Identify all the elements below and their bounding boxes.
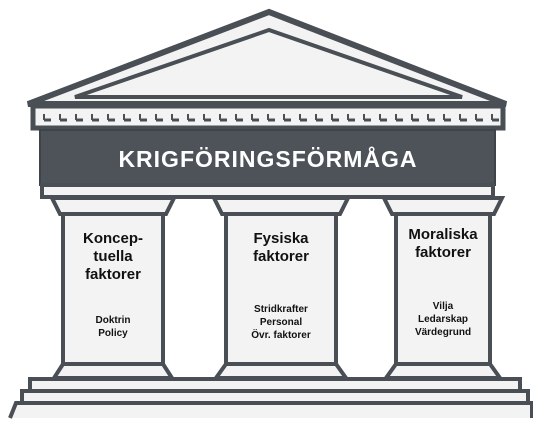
pillar-capital <box>48 196 178 216</box>
pillar-base <box>212 362 350 380</box>
pillar-item: Stridkrafter <box>254 304 308 315</box>
banner: KRIGFÖRINGSFÖRMÅGA <box>39 129 496 186</box>
pillar-title-line: faktorer <box>253 248 309 265</box>
pillar-moraliska: Moraliska faktorer Vilja Ledarskap Värde… <box>380 196 506 380</box>
pillar-capital <box>210 196 352 216</box>
pillar-title-line: faktorer <box>85 266 141 283</box>
pillar-title-line: Koncep- <box>83 230 143 247</box>
pillar-item: Vilja <box>433 301 454 312</box>
pillar-shaft <box>394 212 492 366</box>
pillar-base <box>382 362 504 380</box>
pillar-base <box>50 362 176 380</box>
temple-base <box>8 377 533 419</box>
dentil-marks <box>43 114 499 122</box>
pillar-item: Doktrin <box>96 315 131 326</box>
pillar-capital <box>380 196 506 216</box>
pillar-title-line: Moraliska <box>408 226 478 243</box>
base-step-bottom <box>8 401 533 419</box>
pillar-item: Ledarskap <box>418 314 468 325</box>
pillar-item: Övr. faktorer <box>251 328 311 341</box>
pillar-title-line: tuella <box>93 248 133 265</box>
entablature-lip <box>40 183 495 199</box>
pillar-item: Policy <box>98 328 128 339</box>
pillar-title-line: faktorer <box>415 244 471 261</box>
pillar-konceptuella: Koncep- tuella faktorer Doktrin Policy <box>48 196 178 380</box>
pillar-fysiska: Fysiska faktorer Stridkrafter Personal Ö… <box>210 196 352 380</box>
pediment-inner <box>74 27 463 99</box>
pillar-title-line: Fysiska <box>253 230 309 247</box>
pillar-item: Personal <box>260 317 302 328</box>
pillar-item: Värdegrund <box>415 327 471 338</box>
dentil-band <box>30 103 506 131</box>
banner-title: KRIGFÖRINGSFÖRMÅGA <box>118 145 417 172</box>
pediment <box>26 8 508 107</box>
